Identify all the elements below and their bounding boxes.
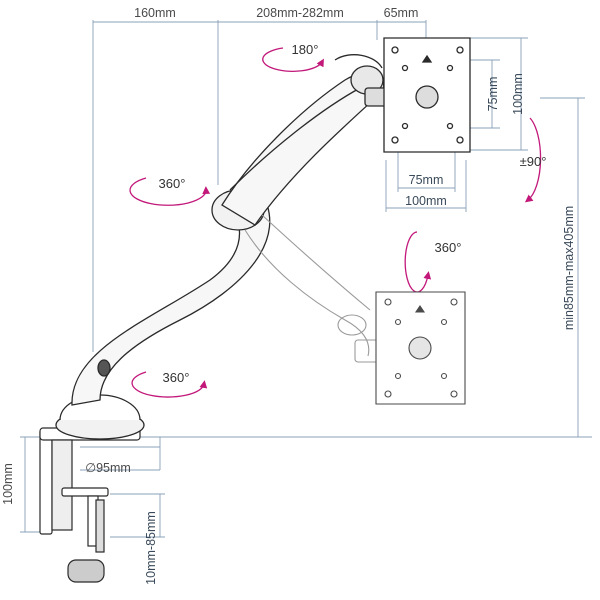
rotation-tilt-label: ±90° xyxy=(520,154,547,169)
vesa-plate-top xyxy=(383,37,471,153)
dimension-plate-outer-v: 100mm xyxy=(511,73,525,115)
dimension-top-right: 65mm xyxy=(384,6,419,20)
dimension-base-diameter: ∅95mm xyxy=(85,461,131,475)
dimension-height-range: min85mm-max405mm xyxy=(562,206,576,330)
dimension-top-left: 160mm xyxy=(134,6,176,20)
dimension-clamp-height: 100mm xyxy=(1,463,15,505)
dimension-top-mid: 208mm-282mm xyxy=(256,6,344,20)
dimension-plate-inner-v: 75mm xyxy=(486,77,500,112)
rotation-base-label: 360° xyxy=(163,370,190,385)
arm-ghost xyxy=(244,214,382,363)
desk-clamp xyxy=(39,427,141,583)
dimension-lines xyxy=(20,20,592,538)
rotation-top-label: 180° xyxy=(292,42,319,57)
rotation-arrows xyxy=(129,47,542,398)
rotation-arm-label: 360° xyxy=(159,176,186,191)
arm-base xyxy=(55,54,388,440)
vesa-plate-bottom xyxy=(375,291,466,405)
dimension-clamp-range: 10mm-85mm xyxy=(144,511,158,585)
dimension-plate-outer-h: 100mm xyxy=(405,194,447,208)
rotation-swivel-label: 360° xyxy=(435,240,462,255)
dimension-plate-inner-h: 75mm xyxy=(409,173,444,187)
